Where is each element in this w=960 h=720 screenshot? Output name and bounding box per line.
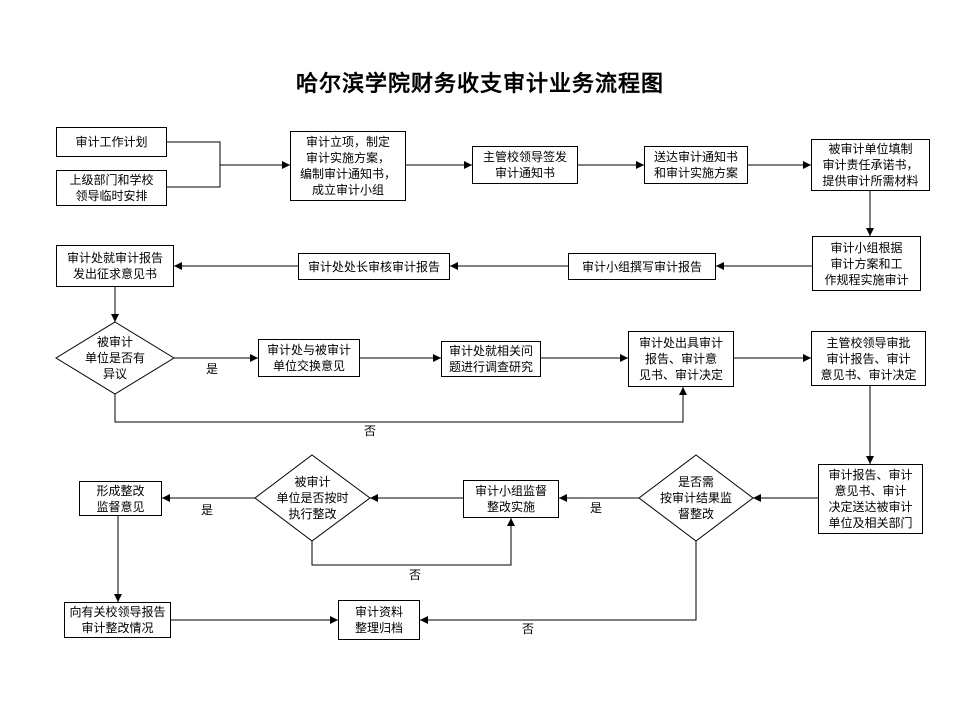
node-audit-plan: 审计工作计划	[56, 127, 167, 157]
connector-plan-merge	[167, 141, 221, 188]
node-fill-commitment: 被审计单位填制 审计责任承诺书， 提供审计所需材料	[811, 139, 930, 191]
node-archive: 审计资料 整理归档	[338, 600, 420, 640]
connector-decision2-no	[420, 541, 697, 624]
decision-ontime: 被审计 单位是否按时 执行整改	[276, 475, 349, 521]
node-write-report: 审计小组撰写审计报告	[568, 253, 716, 280]
node-leader-sign-notice: 主管校领导签发 审计通知书	[472, 146, 578, 184]
decision-supervise-shape	[638, 454, 754, 542]
decision-supervise: 是否需 按审计结果监 督整改	[659, 475, 732, 521]
label-yes-ontime: 是	[201, 503, 214, 517]
connector-decision1-no	[114, 387, 687, 423]
node-exchange-opinion: 审计处与被审计 单位交换意见	[258, 339, 360, 377]
node-implement-audit: 审计小组根据 审计方案和工 作规程实施审计	[812, 236, 921, 291]
label-no-supervise: 否	[522, 622, 535, 636]
node-supervise-rectification: 审计小组监督 整改实施	[463, 480, 559, 518]
node-report-rectification: 向有关校领导报告 审计整改情况	[64, 602, 171, 638]
label-no-objection: 否	[364, 424, 377, 438]
node-deliver-report: 审计报告、审计 意见书、审计 决定送达被审计 单位及相关部门	[818, 464, 923, 534]
node-rectification-opinion: 形成整改 监督意见	[79, 481, 162, 516]
label-no-ontime: 否	[409, 568, 422, 582]
label-yes-objection: 是	[206, 362, 219, 376]
node-review-report: 审计处处长审核审计报告	[298, 253, 450, 280]
connector-decision3-no	[311, 518, 515, 566]
decision-objection-shape	[55, 321, 175, 395]
node-leader-approve: 主管校领导审批 审计报告、审计 意见书、审计决定	[811, 331, 926, 386]
node-temporary-arrangement: 上级部门和学校 领导临时安排	[56, 170, 167, 206]
decision-objection: 被审计 单位是否有 异议	[84, 335, 145, 381]
node-issue-report: 审计处出具审计 报告、审计意 见书、审计决定	[628, 331, 734, 387]
node-project-approval: 审计立项，制定 审计实施方案， 编制审计通知书， 成立审计小组	[290, 131, 406, 201]
node-research: 审计处就相关问 题进行调查研究	[441, 341, 541, 377]
node-solicit-opinion: 审计处就审计报告 发出征求意见书	[56, 245, 174, 287]
label-yes-supervise: 是	[590, 501, 603, 515]
decision-ontime-shape	[254, 454, 371, 542]
node-deliver-notice: 送达审计通知书 和审计实施方案	[644, 146, 748, 184]
page-title: 哈尔滨学院财务收支审计业务流程图	[295, 72, 664, 97]
